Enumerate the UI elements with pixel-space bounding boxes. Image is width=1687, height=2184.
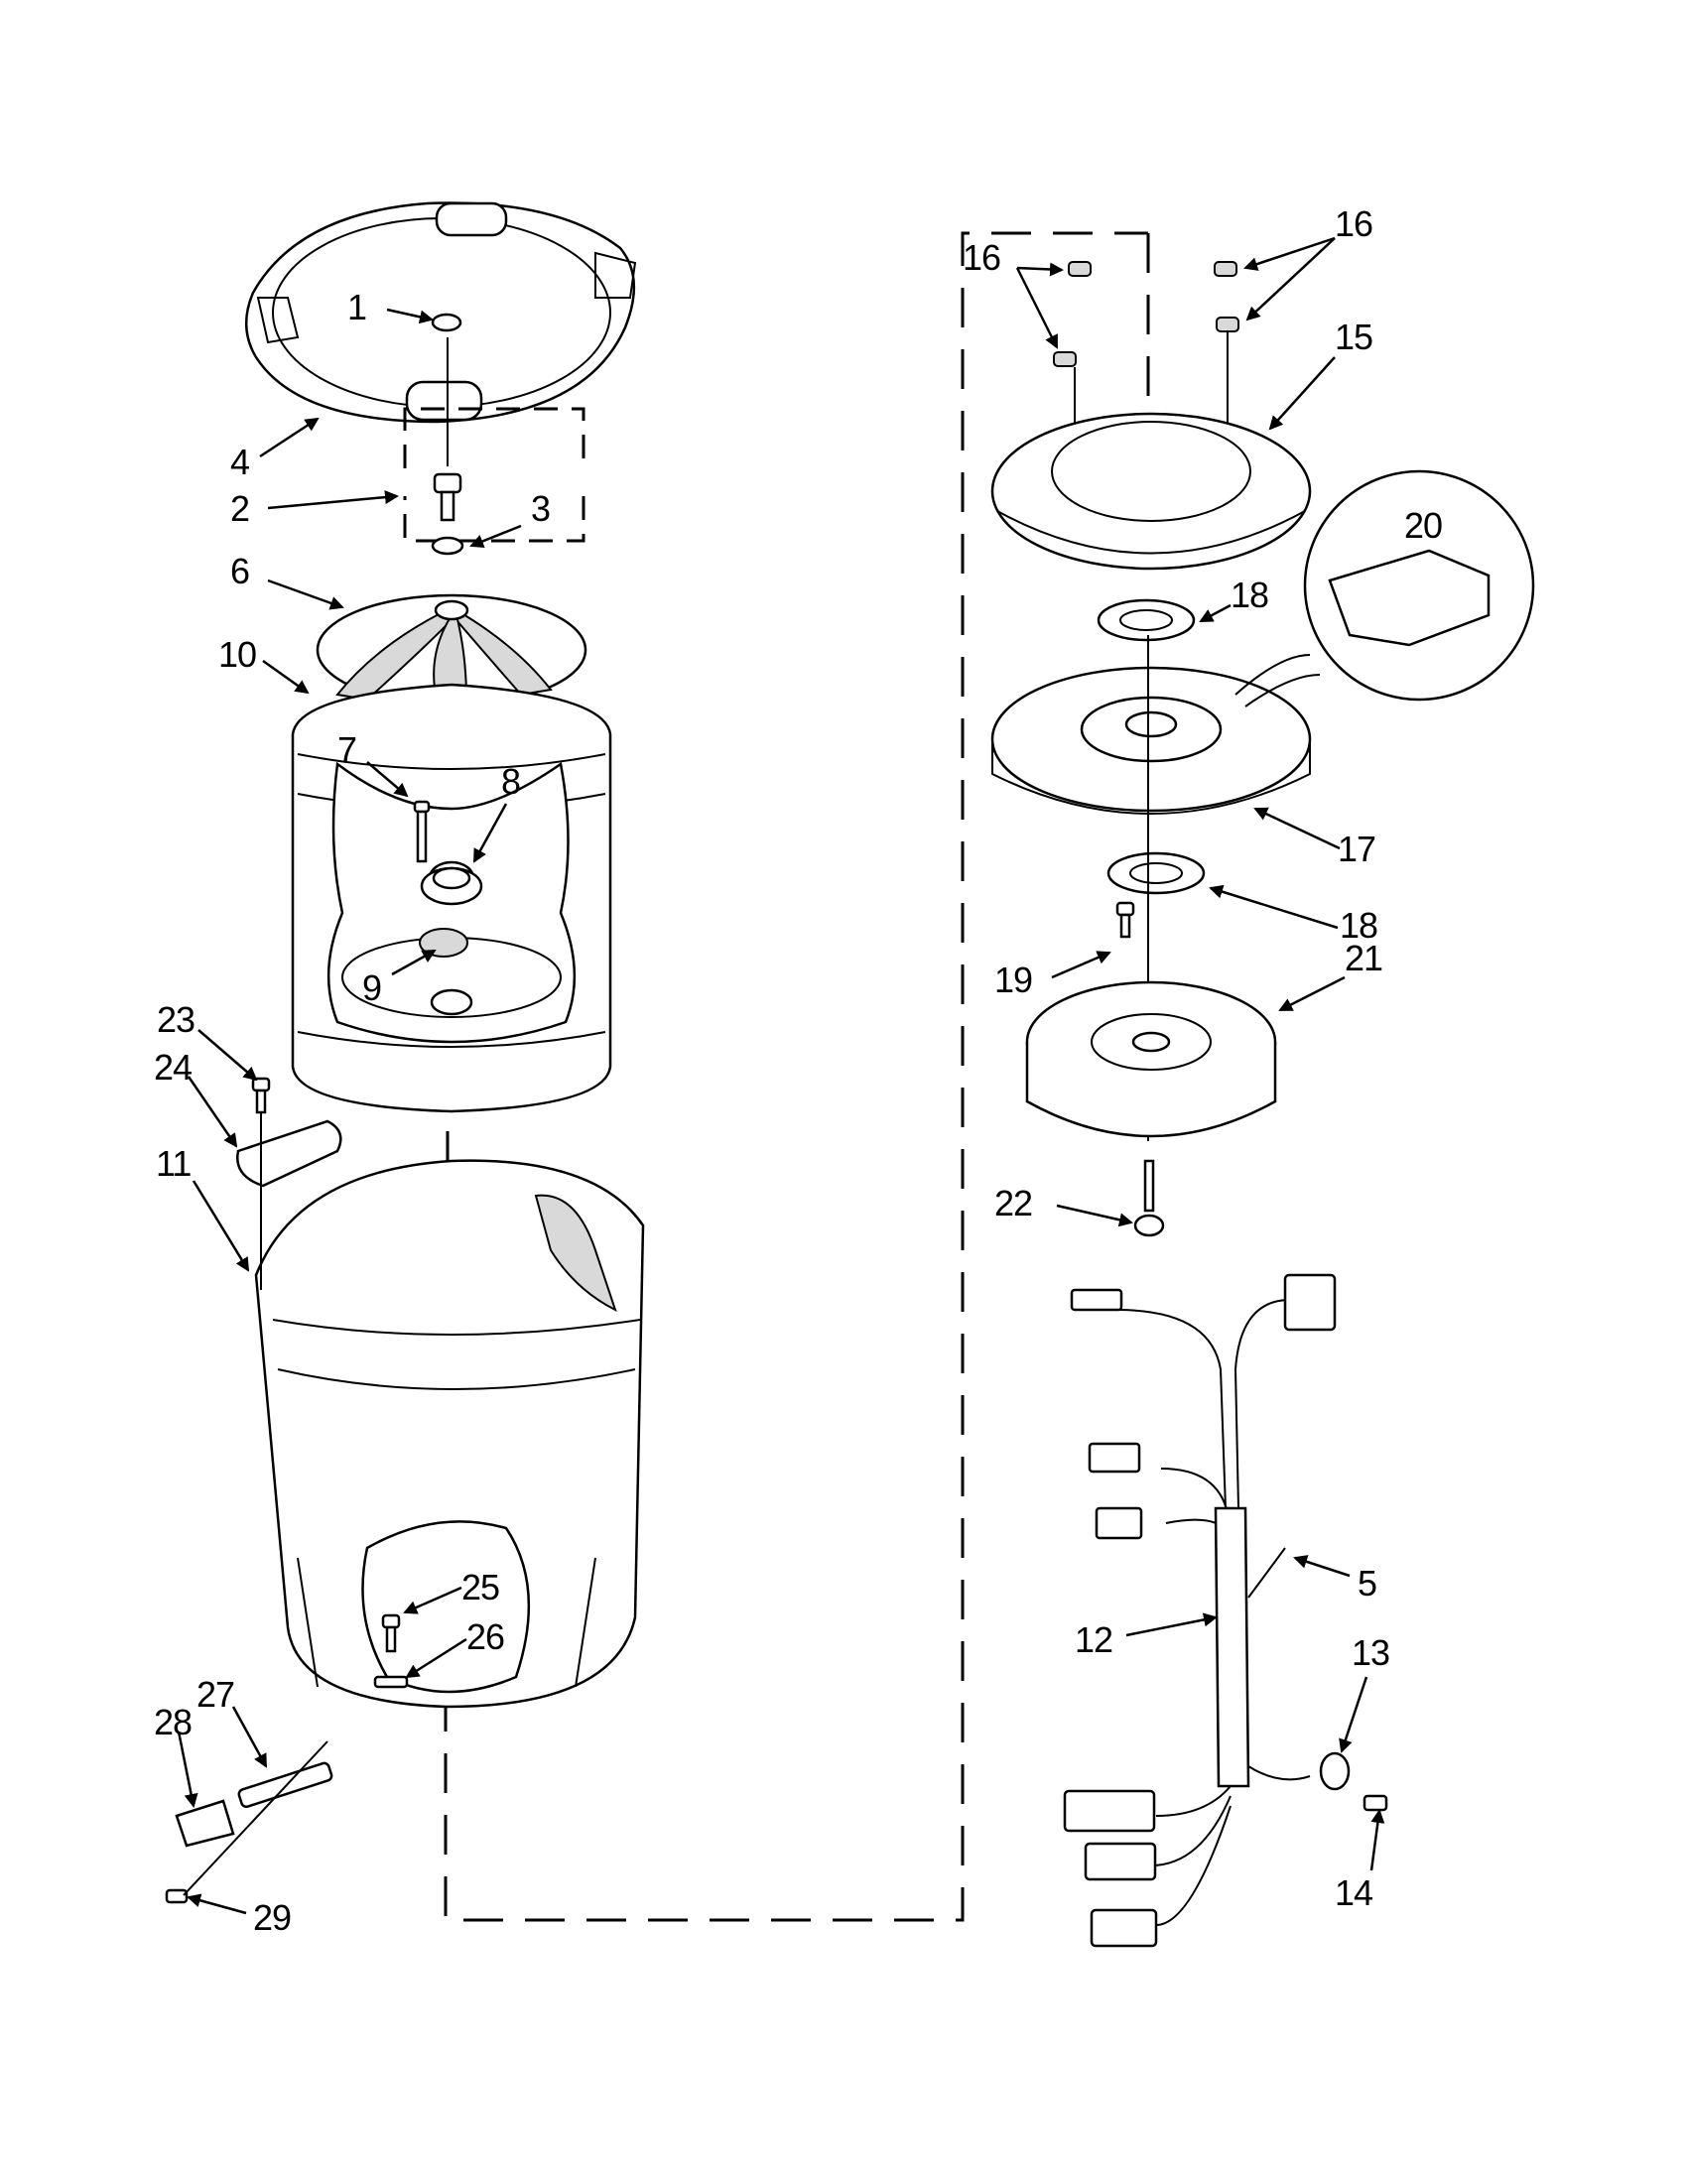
callout-12: 12 bbox=[1075, 1619, 1112, 1660]
part-18-gasket-top bbox=[1097, 598, 1196, 642]
callout-13: 13 bbox=[1352, 1632, 1389, 1673]
part-1-center-hole bbox=[431, 313, 462, 332]
callout-3: 3 bbox=[531, 488, 550, 529]
part-23-screw bbox=[251, 1077, 271, 1114]
callout-24: 24 bbox=[154, 1047, 192, 1088]
part-17-stator bbox=[990, 666, 1312, 815]
part-20-detail-circle bbox=[1234, 469, 1535, 707]
callout-27: 27 bbox=[196, 1674, 234, 1715]
part-14-screw bbox=[1363, 1794, 1388, 1812]
callout-22: 22 bbox=[994, 1183, 1032, 1223]
callout-6: 6 bbox=[230, 551, 249, 591]
callout-1: 1 bbox=[347, 287, 366, 327]
callout-14: 14 bbox=[1335, 1872, 1372, 1913]
callout-5: 5 bbox=[1358, 1563, 1376, 1604]
part-13-clamp bbox=[1319, 1751, 1351, 1791]
callout-2: 2 bbox=[230, 488, 249, 529]
callout-18-top: 18 bbox=[1231, 575, 1268, 615]
callout-23: 23 bbox=[157, 999, 195, 1040]
part-28-bracket bbox=[175, 1799, 235, 1848]
callout-18-bottom: 18 bbox=[1340, 905, 1377, 946]
part-6-impeller bbox=[316, 593, 587, 707]
callout-11: 11 bbox=[156, 1143, 191, 1184]
part-27-heater bbox=[237, 1761, 333, 1809]
callout-21: 21 bbox=[1345, 938, 1382, 978]
part-4-tub-ring bbox=[244, 201, 637, 424]
assembly-connector-line bbox=[444, 231, 1148, 1922]
part-25-screw bbox=[381, 1613, 401, 1653]
callout-labels: 1 2 3 4 5 6 7 8 9 10 11 12 13 14 15 16 1… bbox=[154, 203, 1443, 1938]
part-16-clip-c bbox=[1214, 261, 1237, 277]
part-12-wire-harness bbox=[1063, 1273, 1337, 1948]
callout-7: 7 bbox=[337, 729, 356, 770]
callout-19: 19 bbox=[994, 960, 1032, 1000]
part-18-gasket-bottom bbox=[1106, 851, 1206, 895]
part-3-washer bbox=[431, 536, 464, 556]
callout-20: 20 bbox=[1404, 505, 1442, 546]
callout-10: 10 bbox=[218, 634, 256, 675]
callout-28: 28 bbox=[154, 1702, 192, 1742]
part-11-outer-tub bbox=[254, 1159, 645, 1709]
callout-4: 4 bbox=[230, 442, 249, 482]
part-24-cover bbox=[236, 1119, 342, 1188]
leader-lines bbox=[177, 236, 1385, 1915]
callout-8: 8 bbox=[501, 761, 520, 802]
callout-25: 25 bbox=[461, 1567, 499, 1607]
callout-17: 17 bbox=[1338, 829, 1375, 869]
part-26-clip bbox=[373, 1675, 409, 1689]
part-8-hub bbox=[420, 866, 483, 906]
part-21-rotor bbox=[1025, 980, 1277, 1138]
callout-26: 26 bbox=[466, 1616, 504, 1657]
part-19-bolt bbox=[1115, 901, 1135, 939]
part-16-clip-d bbox=[1216, 317, 1239, 332]
part-7-screw bbox=[413, 800, 431, 863]
callout-29: 29 bbox=[253, 1897, 291, 1938]
part-16-clip-b bbox=[1053, 351, 1077, 367]
callout-9: 9 bbox=[362, 967, 381, 1008]
part-22-bolt bbox=[1133, 1159, 1165, 1237]
part-29-screw bbox=[165, 1888, 189, 1904]
part-2-3-group-box bbox=[403, 407, 585, 543]
part-27-29-axis bbox=[183, 1740, 328, 1896]
part-15-rotor-ring bbox=[990, 412, 1312, 571]
callout-16-right: 16 bbox=[1335, 203, 1372, 244]
part-9-spline bbox=[419, 928, 473, 1016]
callout-15: 15 bbox=[1335, 317, 1372, 357]
part-16-clip-a bbox=[1068, 261, 1092, 277]
part-2-agitator-bolt bbox=[433, 472, 462, 522]
callout-16-left: 16 bbox=[963, 237, 1000, 278]
